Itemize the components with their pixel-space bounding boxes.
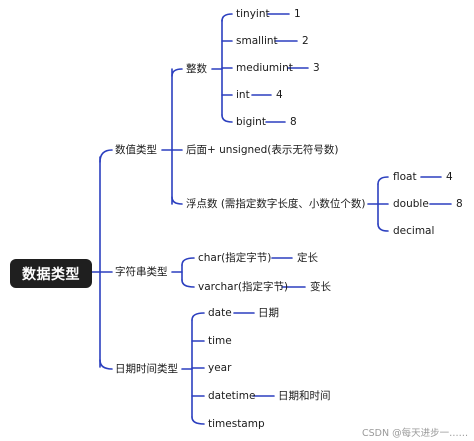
unsigned-note: 后面+ unsigned(表示无符号数) [186,144,339,156]
integer-item-bytes: 1 [294,8,301,20]
datetime-item-name: time [208,335,232,347]
float-item-name: decimal [393,225,435,237]
float-item-name: float [393,171,417,183]
root-node: 数据类型 [10,259,92,288]
float-item-bytes: 4 [446,171,453,183]
numeric-type-label: 数值类型 [115,144,157,156]
integer-item-name: smallint [236,35,278,47]
float-item-name: double [393,198,429,210]
integer-item-name: bigint [236,116,266,128]
integer-item-name: int [236,89,250,101]
float-label: 浮点数 (需指定数字长度、小数位个数) [186,198,366,210]
connector-line [171,196,183,205]
connector-line [181,257,195,266]
connector-line [221,13,233,22]
float-item-bytes: 8 [456,198,463,210]
datetime-item-name: date [208,307,232,319]
connector-line [181,279,195,288]
connector-line [191,416,205,425]
watermark: CSDN @每天进步一…… [362,428,469,439]
integer-item-name: tinyint [236,8,270,20]
connector-line [191,312,205,321]
datetime-type-label: 日期时间类型 [115,363,178,375]
connector-line [221,114,233,123]
datetime-item-name: year [208,362,232,374]
string-item-name: char(指定字节) [198,252,272,264]
datetime-item-name: timestamp [208,418,265,430]
integer-item-name: mediumint [236,62,293,74]
integer-item-bytes: 8 [290,116,297,128]
connector-line [99,359,113,370]
connector-line [377,176,389,185]
integer-label: 整数 [186,63,207,75]
string-item-kind: 变长 [310,281,331,293]
integer-item-bytes: 4 [276,89,283,101]
integer-item-bytes: 2 [302,35,309,47]
datetime-item-name: datetime [208,390,256,402]
string-item-name: varchar(指定字节) [198,281,289,293]
datetime-item-meaning: 日期和时间 [278,390,331,402]
connector-line [377,223,389,232]
integer-item-bytes: 3 [313,62,320,74]
connector-line [99,149,113,163]
connector-line [171,68,183,77]
string-type-label: 字符串类型 [115,266,168,278]
string-item-kind: 定长 [297,252,318,264]
datetime-item-meaning: 日期 [258,307,279,319]
